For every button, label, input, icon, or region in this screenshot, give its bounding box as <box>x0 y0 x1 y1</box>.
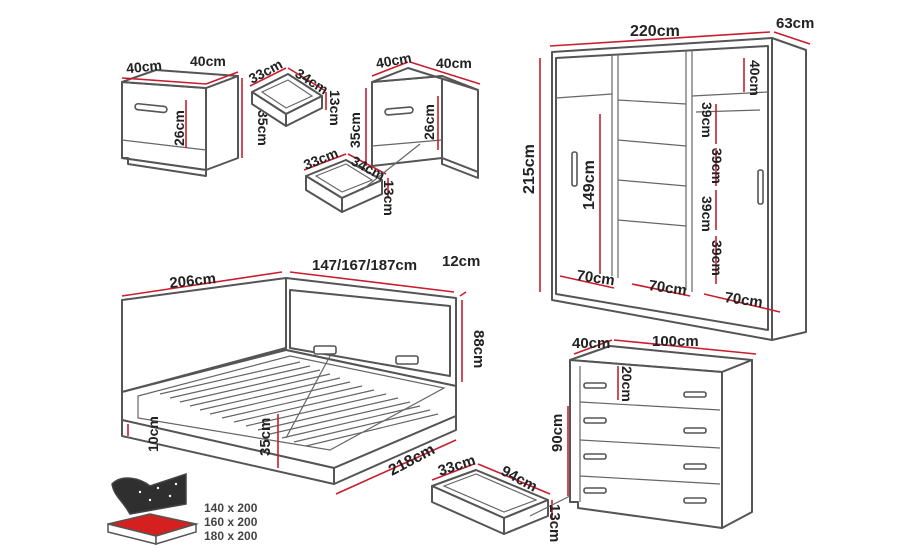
wardrobe-top-shelf: 40cm <box>747 60 763 96</box>
wardrobe-width: 220cm <box>630 23 680 40</box>
drawer-large-c: 13cm <box>546 504 563 542</box>
nightstand-right-depth: 40cm <box>436 55 472 71</box>
bed-length: 206cm <box>169 270 217 292</box>
wardrobe-rod-height: 149cm <box>581 160 598 210</box>
wardrobe-shelf-2: 39cm <box>709 148 725 184</box>
nightstand-right-front-height: 26cm <box>421 104 437 140</box>
mattress-size-1: 140 x 200 <box>204 501 258 515</box>
drawer-large <box>431 463 583 535</box>
wardrobe <box>539 31 811 341</box>
bed-width-options: 147/167/187cm <box>312 257 417 274</box>
bed-floor-clearance: 10cm <box>145 416 161 452</box>
nightstand-left-width: 40cm <box>125 57 162 77</box>
bed-slats <box>159 355 439 447</box>
dresser <box>567 339 757 529</box>
dresser-height: 90cm <box>549 414 566 452</box>
dresser-drawer-height: 20cm <box>619 366 635 402</box>
wardrobe-section-2: 70cm <box>647 277 687 299</box>
drawer-small-top-c: 13cm <box>327 90 343 126</box>
bed <box>121 271 467 495</box>
wardrobe-section-1: 70cm <box>575 267 615 289</box>
drawer-small-top <box>249 67 327 127</box>
mattress-icon <box>107 472 199 546</box>
wardrobe-depth: 63cm <box>776 15 814 32</box>
nightstand-left-depth: 40cm <box>190 53 226 69</box>
wardrobe-shelf-1: 39cm <box>699 102 715 138</box>
bed-frame-height: 35cm <box>257 418 274 456</box>
dresser-depth: 40cm <box>572 335 610 352</box>
mattress-size-2: 160 x 200 <box>204 515 258 529</box>
dresser-width: 100cm <box>652 333 699 350</box>
mattress-size-3: 180 x 200 <box>204 529 258 543</box>
wardrobe-section-3: 70cm <box>723 289 763 311</box>
nightstand-left-front-height: 26cm <box>171 110 187 146</box>
nightstand-right-width: 40cm <box>375 49 413 71</box>
wardrobe-height: 215cm <box>521 144 538 194</box>
nightstand-left-height: 35cm <box>255 110 271 146</box>
nightstand-left <box>121 69 243 177</box>
nightstand-right-height: 35cm <box>347 112 363 148</box>
drawer-small-bottom-c: 13cm <box>381 180 397 216</box>
bed-headboard-height: 88cm <box>470 330 487 368</box>
nightstand-right <box>365 61 481 179</box>
wardrobe-shelf-4: 39cm <box>709 240 725 276</box>
bed-headboard-thickness: 12cm <box>442 253 480 270</box>
drawer-small-bottom <box>303 143 421 213</box>
wardrobe-shelf-3: 39cm <box>699 196 715 232</box>
